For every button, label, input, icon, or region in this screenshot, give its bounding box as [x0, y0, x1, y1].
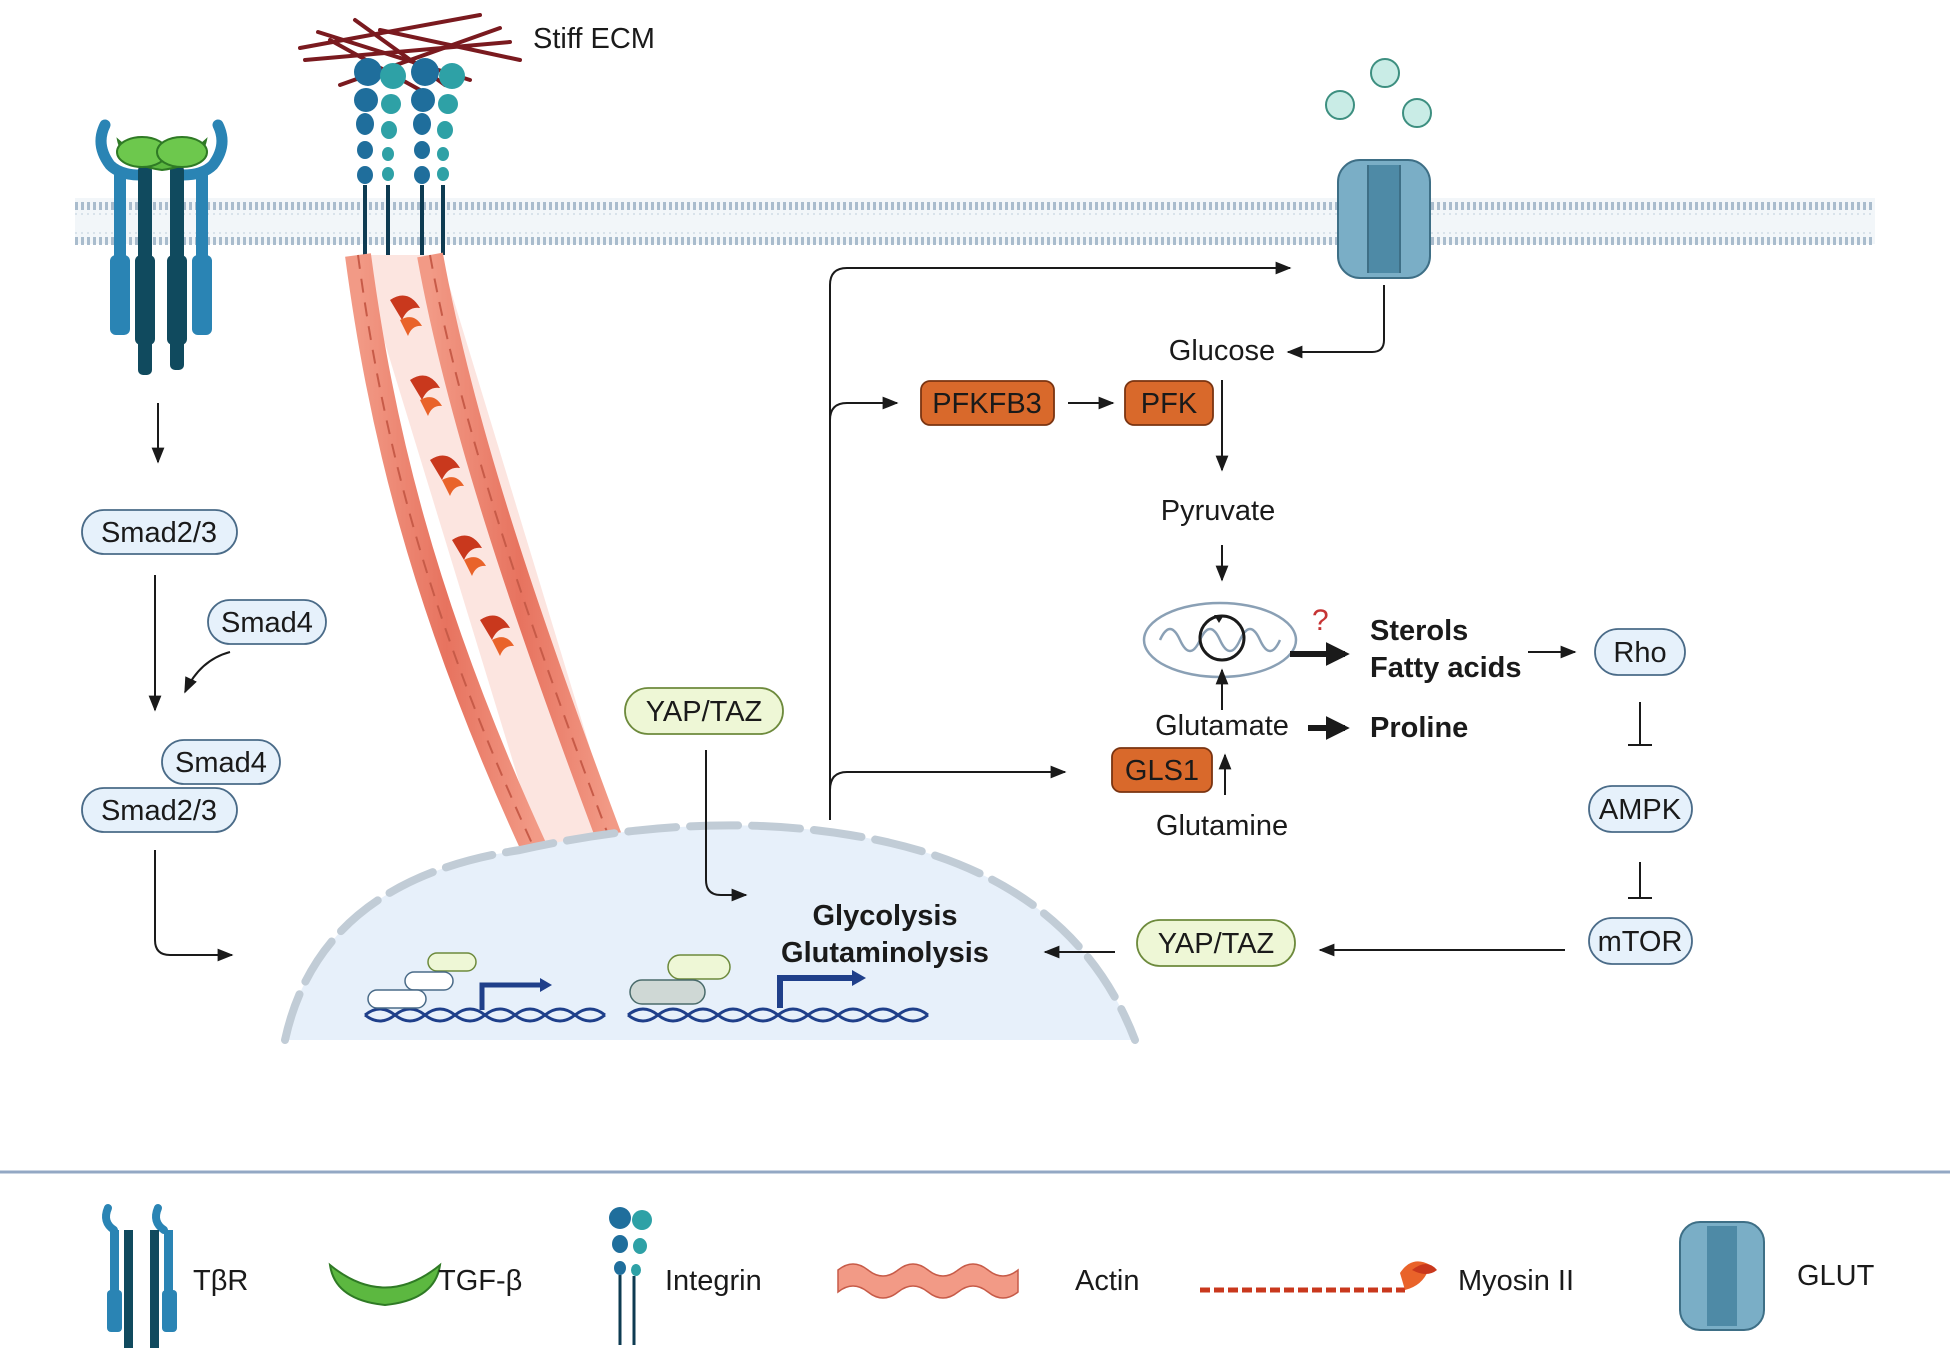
legend-integrin-icon	[609, 1207, 652, 1345]
smad4-node: Smad4	[207, 599, 327, 645]
legend-integrin-label: Integrin	[665, 1265, 762, 1297]
glucose-label: Glucose	[1169, 335, 1275, 367]
pfk-label: PFK	[1141, 388, 1198, 420]
proline-label: Proline	[1370, 712, 1468, 744]
sterols-label: Sterols	[1370, 615, 1468, 647]
rho-node: Rho	[1594, 628, 1686, 676]
arrow-smad-to-nucleus	[154, 850, 234, 962]
pfkfb3-label: PFKFB3	[932, 388, 1042, 420]
glut-transporter-icon	[1337, 159, 1431, 279]
glutamine-label: Glutamine	[1156, 810, 1288, 842]
glycolysis-label: Glycolysis	[812, 900, 957, 932]
smad-complex: Smad4 Smad2/3	[81, 739, 281, 833]
dna-strand-left-icon	[364, 952, 606, 1023]
ampk-node: AMPK	[1588, 785, 1693, 833]
arrow-to-pfkfb3	[829, 396, 899, 421]
pyruvate-label: Pyruvate	[1161, 495, 1275, 527]
inhibit-rho-ampk	[1628, 702, 1652, 746]
legend-actin-icon	[837, 1263, 1019, 1299]
pfk-node: PFK	[1124, 380, 1214, 426]
fatty-acids-label: Fatty acids	[1370, 652, 1522, 684]
actin-myosin-bundle	[345, 252, 623, 856]
plasma-membrane	[75, 198, 1875, 245]
legend-tgfb-icon	[328, 1262, 442, 1307]
gls1-node: GLS1	[1111, 747, 1213, 793]
glutaminolysis-label: Glutaminolysis	[781, 937, 989, 969]
arrow-yaptaz-to-nucleus	[705, 750, 748, 902]
arrow-glut-to-glucose	[1286, 285, 1385, 359]
ampk-label: AMPK	[1599, 794, 1682, 826]
mitochondrion-icon	[1142, 601, 1298, 679]
gls1-label: GLS1	[1125, 755, 1199, 787]
integrin-icon	[354, 58, 465, 255]
question-mark-label: ?	[1312, 604, 1329, 637]
legend-glut-label: GLUT	[1797, 1260, 1875, 1292]
glutamate-label: Glutamate	[1155, 710, 1289, 742]
legend-tgfb-label: TGF-β	[438, 1265, 522, 1297]
smad4-label: Smad4	[221, 607, 313, 639]
smad23-node: Smad2/3	[81, 509, 238, 555]
arrow-to-gls1	[829, 765, 1067, 791]
stiff-ecm-label: Stiff ECM	[533, 23, 655, 55]
pfkfb3-node: PFKFB3	[920, 380, 1055, 426]
rho-label: Rho	[1613, 637, 1666, 669]
yaptaz-cytoplasm-label: YAP/TAZ	[646, 696, 763, 728]
yaptaz-right-label: YAP/TAZ	[1158, 928, 1275, 960]
inhibit-ampk-mtor	[1628, 862, 1652, 899]
legend-myosin-icon	[1200, 1261, 1437, 1293]
yaptaz-cytoplasm-node: YAP/TAZ	[624, 687, 784, 735]
arrow-to-glut	[829, 261, 1292, 820]
glucose-molecules	[1325, 58, 1432, 128]
tgfb-receptor-icon	[95, 119, 228, 375]
mtor-node: mTOR	[1588, 917, 1693, 965]
yaptaz-right-node: YAP/TAZ	[1136, 919, 1296, 967]
stiff-ecm-fibers	[298, 13, 522, 92]
mtor-label: mTOR	[1598, 926, 1683, 958]
smad23-label: Smad2/3	[101, 517, 217, 549]
legend-actin-label: Actin	[1075, 1265, 1139, 1297]
legend-myosin-label: Myosin II	[1458, 1265, 1574, 1297]
legend-tbr-icon	[102, 1204, 177, 1348]
dna-strand-right-icon	[627, 954, 929, 1023]
tgfb-ligand-icon	[116, 136, 208, 172]
legend-tbr-label: TβR	[193, 1265, 248, 1297]
smad23-complex-label: Smad2/3	[101, 795, 217, 827]
arrow-smad4-join	[184, 651, 231, 694]
smad4-complex-label: Smad4	[175, 747, 267, 779]
legend-glut-icon	[1679, 1221, 1765, 1331]
